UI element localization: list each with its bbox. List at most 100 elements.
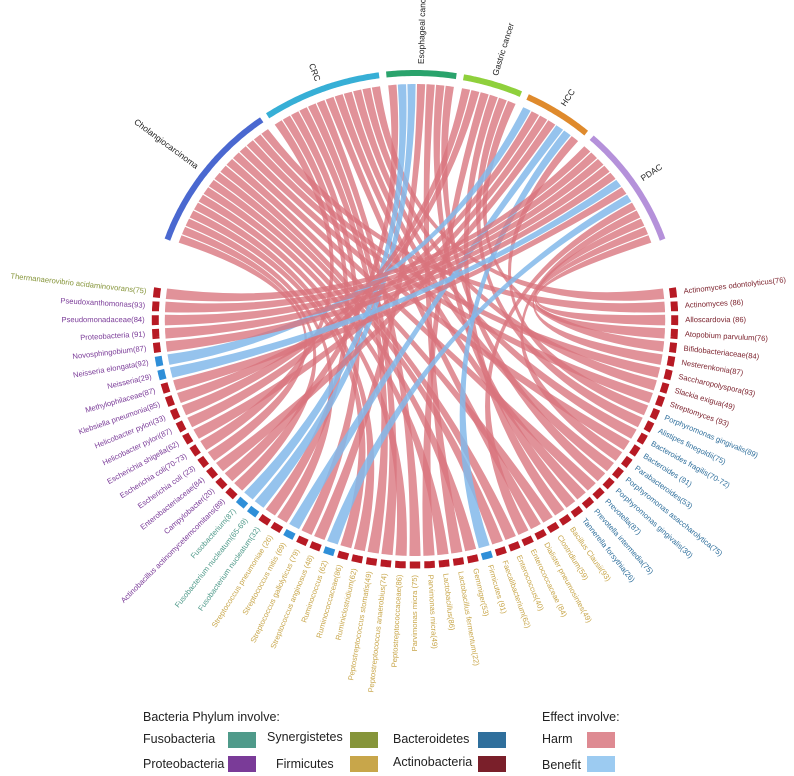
legend-label-synergistetes: Synergistetes	[267, 730, 343, 744]
bacterium-tick-actinomyces-86[interactable]	[670, 301, 678, 312]
ribbons	[164, 84, 666, 556]
ribbon-streptococcus-gallolyticus-79	[291, 111, 361, 535]
bacterium-tick-porphyromonas-asaccharolytica-75[interactable]	[611, 466, 624, 479]
legend-label-bacteroidetes: Bacteroidetes	[393, 732, 470, 746]
bacterium-label: Parvimonas micra(49)	[426, 574, 439, 649]
bacterium-tick-actinomyces-odontolyticus-76[interactable]	[668, 287, 678, 298]
disease-label: Esophageal cancer	[416, 0, 428, 64]
bacterium-tick-helicobacter-pylori-87[interactable]	[175, 420, 187, 433]
bacterium-tick-ruminococcus-62[interactable]	[323, 546, 336, 557]
bacterium-tick-neisseria-elongata-92[interactable]	[154, 355, 164, 367]
ribbon-bifidobacteriaceae-84	[482, 100, 665, 352]
ribbon-clostridium-59	[226, 159, 553, 523]
bacterium-tick-escherichia-coli-70-73[interactable]	[189, 444, 201, 457]
bacterium-tick-enterococcus-40[interactable]	[508, 541, 521, 552]
bacterium-tick-enterococcaceae-84[interactable]	[521, 535, 534, 547]
disease-arc-crc[interactable]	[265, 72, 380, 119]
bacterium-tick-tannerella-forsythia-26[interactable]	[570, 505, 583, 518]
legend-swatch-firmicutes	[350, 756, 378, 772]
legend-label-fusobacteria: Fusobacteria	[143, 732, 216, 746]
bacterium-tick-escherichia-shigella-62[interactable]	[182, 432, 194, 445]
bacterium-tick-peptostreptococcaceae-86[interactable]	[395, 560, 406, 569]
ribbon-methylophilaceae-87	[173, 187, 627, 391]
ribbon-fusobacterium-nucleatum-32	[265, 115, 349, 516]
bacterium-tick-prevotella-87[interactable]	[592, 487, 605, 500]
bacterium-tick-campylobacter-20[interactable]	[215, 477, 228, 490]
bacterium-tick-neisseria-29[interactable]	[157, 368, 167, 381]
ribbon-peptostreptococcus-stomatis-49	[299, 107, 388, 554]
bacterium-tick-bacteroides-91[interactable]	[629, 444, 641, 457]
bacterium-tick-methylophilaceae-87[interactable]	[160, 382, 171, 394]
bacterium-tick-streptococcus-mitis-69[interactable]	[283, 528, 296, 540]
bacterium-tick-helicobacter-pylori-33[interactable]	[169, 408, 181, 420]
disease-arc-hcc[interactable]	[526, 94, 589, 136]
bacterium-tick-clostridium-59[interactable]	[546, 521, 560, 534]
bacterium-tick-porphyromonas-gingivalis-89[interactable]	[649, 408, 661, 420]
bacterium-tick-saccharopolyspora-93[interactable]	[663, 368, 673, 381]
bacterium-tick-dialister-pneumosintes-49[interactable]	[534, 528, 547, 540]
bacterium-tick-klebsiella-pneumonia-85[interactable]	[164, 395, 175, 407]
bacterium-label: Proteobacteria (91)	[80, 329, 146, 342]
legend-label-actinobacteria: Actinobacteria	[393, 755, 473, 769]
bacterium-tick-slackia-exigua-49[interactable]	[659, 382, 670, 394]
bacterium-tick-fusobacterium-87[interactable]	[235, 496, 249, 509]
bacterium-label: Parvimonas micra (75)	[410, 575, 419, 652]
bacterium-tick-enterobacteriaceae-84[interactable]	[206, 466, 219, 479]
bacterium-tick-prevotella-intermedia-75[interactable]	[581, 496, 595, 509]
bacterium-tick-fusobacterium-nucleatum-32[interactable]	[258, 514, 272, 526]
bacterium-tick-gemmiger-53[interactable]	[466, 554, 479, 564]
bacterium-tick-novosphingobium-87[interactable]	[152, 342, 162, 354]
bacterium-tick-bacillus-clausii-93[interactable]	[558, 514, 572, 526]
bacterium-tick-actinobacillus-actinomycetemcomitans-89[interactable]	[225, 487, 238, 500]
ribbon-peptostreptococcus-anaerobius-74	[308, 103, 397, 556]
ribbon-neisseria-29	[169, 179, 622, 378]
bacterium-tick-thermanaerovibrio-acidaminovorans-75[interactable]	[152, 287, 162, 298]
bacterium-tick-lactobacillus-86[interactable]	[438, 559, 450, 568]
ribbon-alistipes-finegoldii-75	[476, 97, 643, 428]
bacterium-tick-pseudoxanthomonas-93[interactable]	[152, 301, 160, 312]
bacterium-tick-peptostreptococcus-anaerobius-74[interactable]	[380, 559, 392, 568]
ribbon-parvimonas-micra-49	[422, 92, 489, 556]
bacterium-tick-streptococcus-gallolyticus-79[interactable]	[296, 535, 309, 547]
legend-swatch-harm	[587, 732, 615, 748]
bacterium-tick-fusobacterium-nucleatum-65-69[interactable]	[247, 505, 260, 518]
disease-arc-gastric-cancer[interactable]	[462, 74, 523, 97]
bacterium-tick-bifidobacteriaceae-84[interactable]	[668, 342, 678, 354]
legend-label-benefit: Benefit	[542, 758, 581, 772]
ribbon-porphyromonas-gingivalis-89	[508, 136, 649, 416]
bacterium-tick-lactobacillus-fermentum-22[interactable]	[452, 557, 465, 566]
disease-arc-cholangiocarcinoma[interactable]	[164, 117, 264, 241]
bacterium-tick-porphyromonas-gingivalis-30[interactable]	[602, 477, 615, 490]
legend-swatch-fusobacteria	[228, 732, 256, 748]
disease-arc-pdac[interactable]	[589, 135, 666, 241]
legend-label-harm: Harm	[542, 732, 573, 746]
bacterium-tick-streptococcus-pneumoniae-26[interactable]	[270, 521, 284, 534]
bacterium-tick-proteobacteria-91[interactable]	[152, 328, 160, 340]
legend-swatch-proteobacteria	[228, 756, 256, 772]
legend-swatch-actinobacteria	[478, 756, 506, 772]
bacterium-tick-parvimonas-micra-49[interactable]	[424, 560, 435, 569]
ribbon-lactobacillus-fermentum-22	[423, 84, 463, 554]
bacterium-tick-firmicutes-91[interactable]	[480, 550, 493, 561]
bacterium-tick-ruminiclostridium-62[interactable]	[351, 554, 364, 564]
bacterium-tick-nesterenkonia-87[interactable]	[666, 355, 676, 367]
bacterium-tick-bacteroides-fragilis-70-72[interactable]	[636, 432, 648, 445]
bacterium-tick-atopobium-parvulum-76[interactable]	[670, 328, 678, 340]
bacterium-label: Pseudomonadaceae(84)	[62, 315, 146, 324]
bacterium-tick-ruminococcaceae-86[interactable]	[337, 550, 350, 561]
bacterium-tick-peptostreptococcus-stomatis-49[interactable]	[365, 557, 378, 566]
ribbon-escherichia-coli-23	[178, 235, 308, 461]
bacterium-tick-streptomyces-93[interactable]	[655, 395, 666, 407]
bacterium-tick-escherichia-coli-23[interactable]	[197, 455, 210, 468]
bacterium-tick-alistipes-finegoldii-75[interactable]	[643, 420, 655, 433]
bacterium-tick-streptococcus-anginosus-48[interactable]	[309, 541, 322, 552]
bacterium-tick-parabacteroides-53[interactable]	[620, 455, 633, 468]
disease-arc-esophageal-cancer[interactable]	[386, 70, 457, 80]
legend-swatch-benefit	[587, 756, 615, 772]
ribbon-streptococcus-mitis-69	[289, 125, 564, 530]
ribbon-atopobium-parvulum-76	[534, 226, 665, 339]
legend-label-proteobacteria: Proteobacteria	[143, 757, 225, 771]
bacterium-tick-faecalibacterium-62[interactable]	[494, 546, 507, 557]
